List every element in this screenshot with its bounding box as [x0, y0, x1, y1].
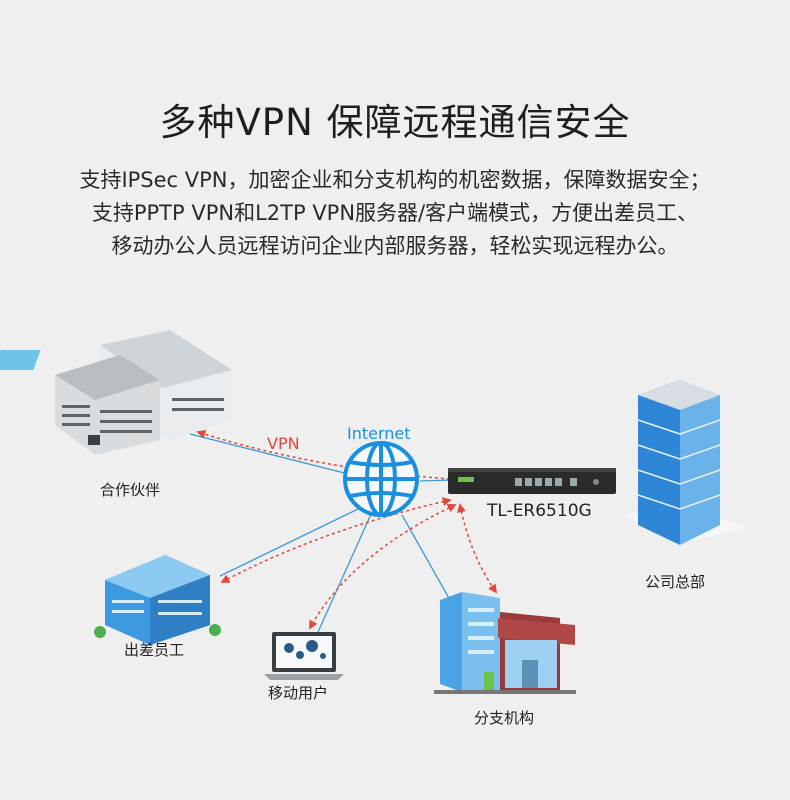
link-router [419, 479, 453, 482]
internet-label: Internet [347, 424, 411, 443]
laptop-icon [264, 632, 344, 680]
vpn-tunnel-partner [196, 429, 451, 480]
description-line-2: 支持PPTP VPN和L2TP VPN服务器/客户端模式，方便出差员工、 [91, 201, 699, 225]
branch-label: 分支机构 [474, 709, 534, 727]
vpn-tunnel-travel [220, 497, 452, 583]
link-travel [219, 507, 361, 577]
description-line-3: 移动办公人员远程访问企业内部服务器，轻松实现远程办公。 [111, 234, 679, 258]
travel-building-icon [94, 555, 221, 645]
branch-building-icon [434, 592, 576, 694]
router-icon [448, 468, 616, 494]
partner-building-icon [0, 330, 232, 455]
link-branch [401, 514, 451, 601]
router-label: TL-ER6510G [486, 501, 592, 521]
partner-label: 合作伙伴 [100, 481, 160, 499]
vpn-tunnel-mobile [309, 504, 457, 630]
travel-label: 出差员工 [124, 641, 184, 659]
mobile-label: 移动用户 [268, 684, 328, 702]
globe-icon [343, 441, 419, 517]
vpn-tunnels [196, 429, 498, 630]
vpn-label: VPN [267, 434, 300, 453]
vpn-tunnel-branch [457, 503, 498, 594]
page-title: 多种VPN 保障远程通信安全 [159, 101, 631, 144]
hq-building-icon [625, 380, 745, 545]
description-line-1: 支持IPSec VPN，加密企业和分支机构的机密数据，保障数据安全； [79, 168, 711, 192]
hq-label: 公司总部 [645, 573, 705, 591]
